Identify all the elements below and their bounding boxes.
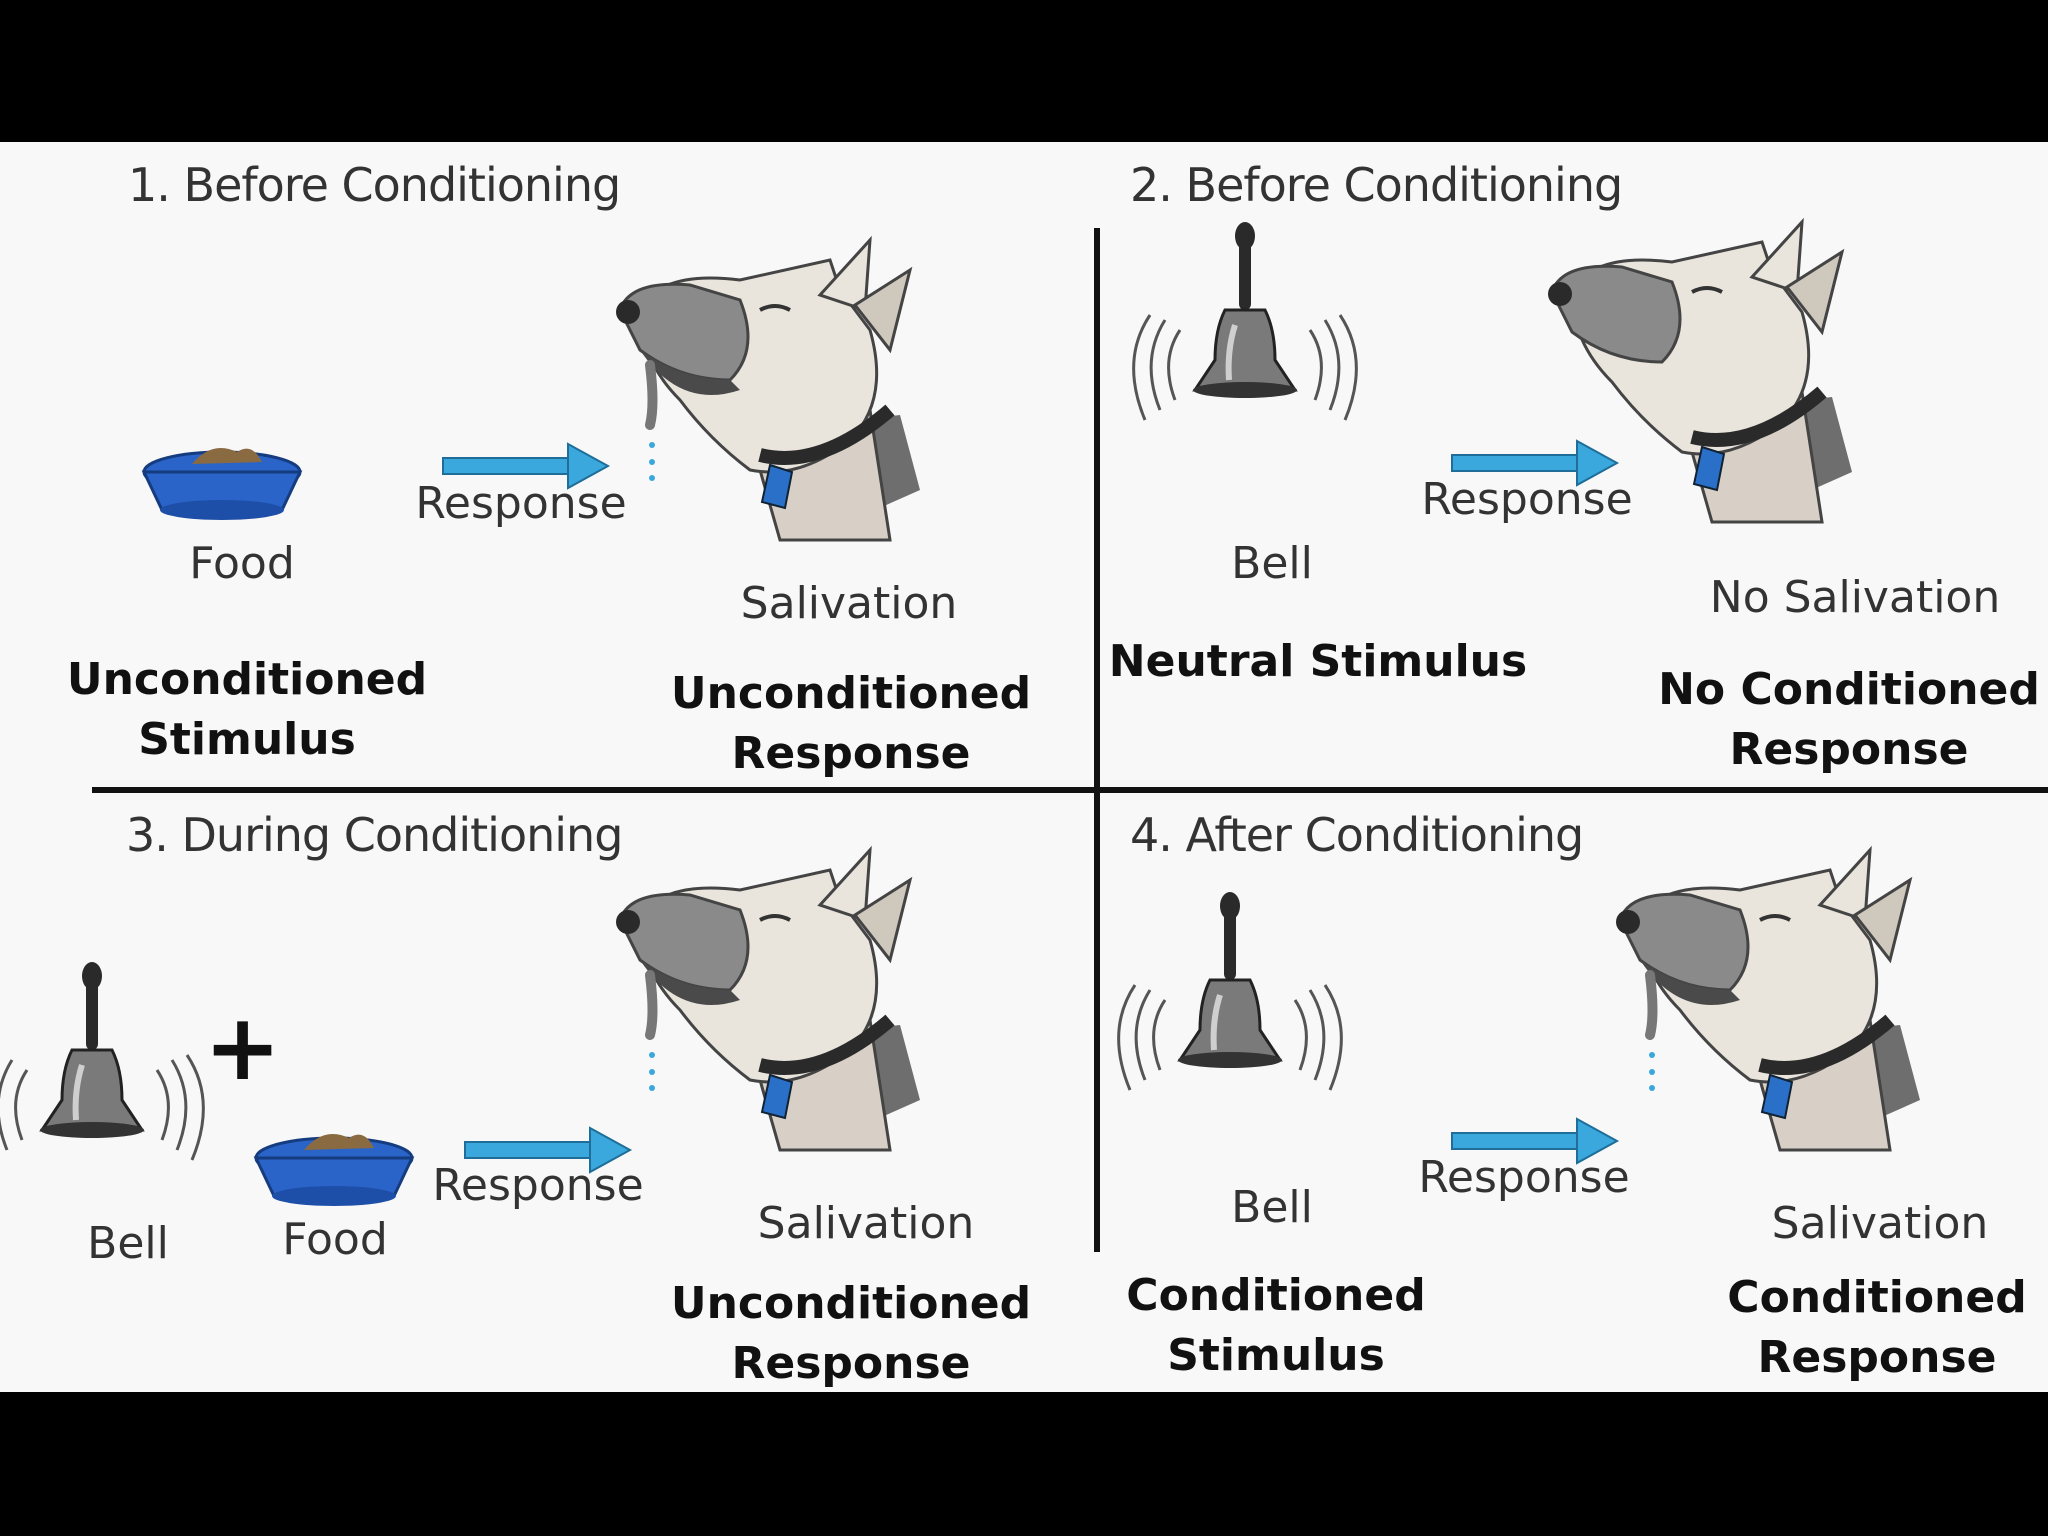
panel-2-response-type: No Conditioned Response	[1658, 660, 2040, 780]
panel-4-response-type: Conditioned Response	[1727, 1268, 2026, 1388]
panel-4-stimulus-label: Bell	[1231, 1182, 1313, 1233]
panel-3-arrow-label: Response	[432, 1160, 643, 1211]
panel-3-response-type: Unconditioned Response	[671, 1274, 1031, 1394]
bell-icon	[1134, 222, 1357, 420]
panel-3-title: 3. During Conditioning	[126, 808, 622, 862]
panel-2-response-label: No Salivation	[1710, 572, 2000, 623]
panel-4-title: 4. After Conditioning	[1130, 808, 1583, 862]
panel-2-stimulus-type: Neutral Stimulus	[1109, 632, 1527, 692]
plus-icon: +	[204, 1002, 281, 1094]
panel-3-stimulus-label-2: Food	[282, 1214, 388, 1265]
panel-1-arrow-label: Response	[415, 478, 626, 529]
panel-1-stimulus-label: Food	[189, 538, 295, 589]
panel-1-response-label: Salivation	[741, 578, 958, 629]
panel-3-stimulus-label: Bell	[87, 1218, 169, 1269]
panel-4-response-label: Salivation	[1772, 1198, 1989, 1249]
panel-1-title: 1. Before Conditioning	[128, 158, 620, 212]
panel-4-stimulus-type: Conditioned Stimulus	[1126, 1266, 1425, 1386]
panel-1-response-type: Unconditioned Response	[671, 664, 1031, 784]
panel-2-title: 2. Before Conditioning	[1130, 158, 1622, 212]
dog-head-icon	[616, 240, 920, 540]
food-bowl-icon	[144, 448, 300, 520]
food-bowl-icon	[256, 1134, 412, 1206]
panel-4-arrow-label: Response	[1418, 1152, 1629, 1203]
bell-icon	[1119, 892, 1342, 1090]
dog-head-icon	[1616, 850, 1920, 1150]
panel-2-arrow-label: Response	[1421, 474, 1632, 525]
panel-1-stimulus-type: Unconditioned Stimulus	[67, 650, 427, 770]
panel-3-response-label: Salivation	[758, 1198, 975, 1249]
dog-head-icon	[616, 850, 920, 1150]
panel-2-stimulus-label: Bell	[1231, 538, 1313, 589]
bell-icon	[0, 962, 203, 1160]
